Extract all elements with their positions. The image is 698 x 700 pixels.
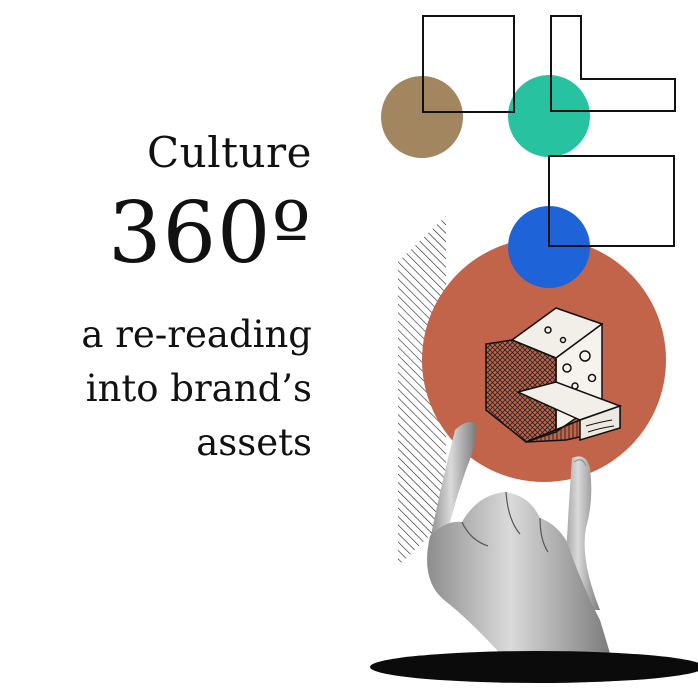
outline-square-top-left [422,15,515,113]
subtitle-line-1: a re-reading [81,313,312,356]
brown-circle [381,76,463,158]
hand-pinch-illustration [427,422,612,660]
headline-culture: Culture [147,128,312,177]
hatched-strip [398,216,446,566]
headline-subtitle: a re-reading into brand’s assets [12,308,312,470]
green-circle [508,75,590,157]
subtitle-line-2: into brand’s [85,367,312,410]
black-ellipse-shadow [370,651,698,683]
outline-corner-shape [550,15,676,112]
outline-shapes [422,15,676,247]
subtitle-line-3: assets [196,421,312,464]
headline-360: 360º [108,184,312,282]
outline-square-right [548,155,675,247]
cheese-sculpture-illustration [485,307,623,443]
